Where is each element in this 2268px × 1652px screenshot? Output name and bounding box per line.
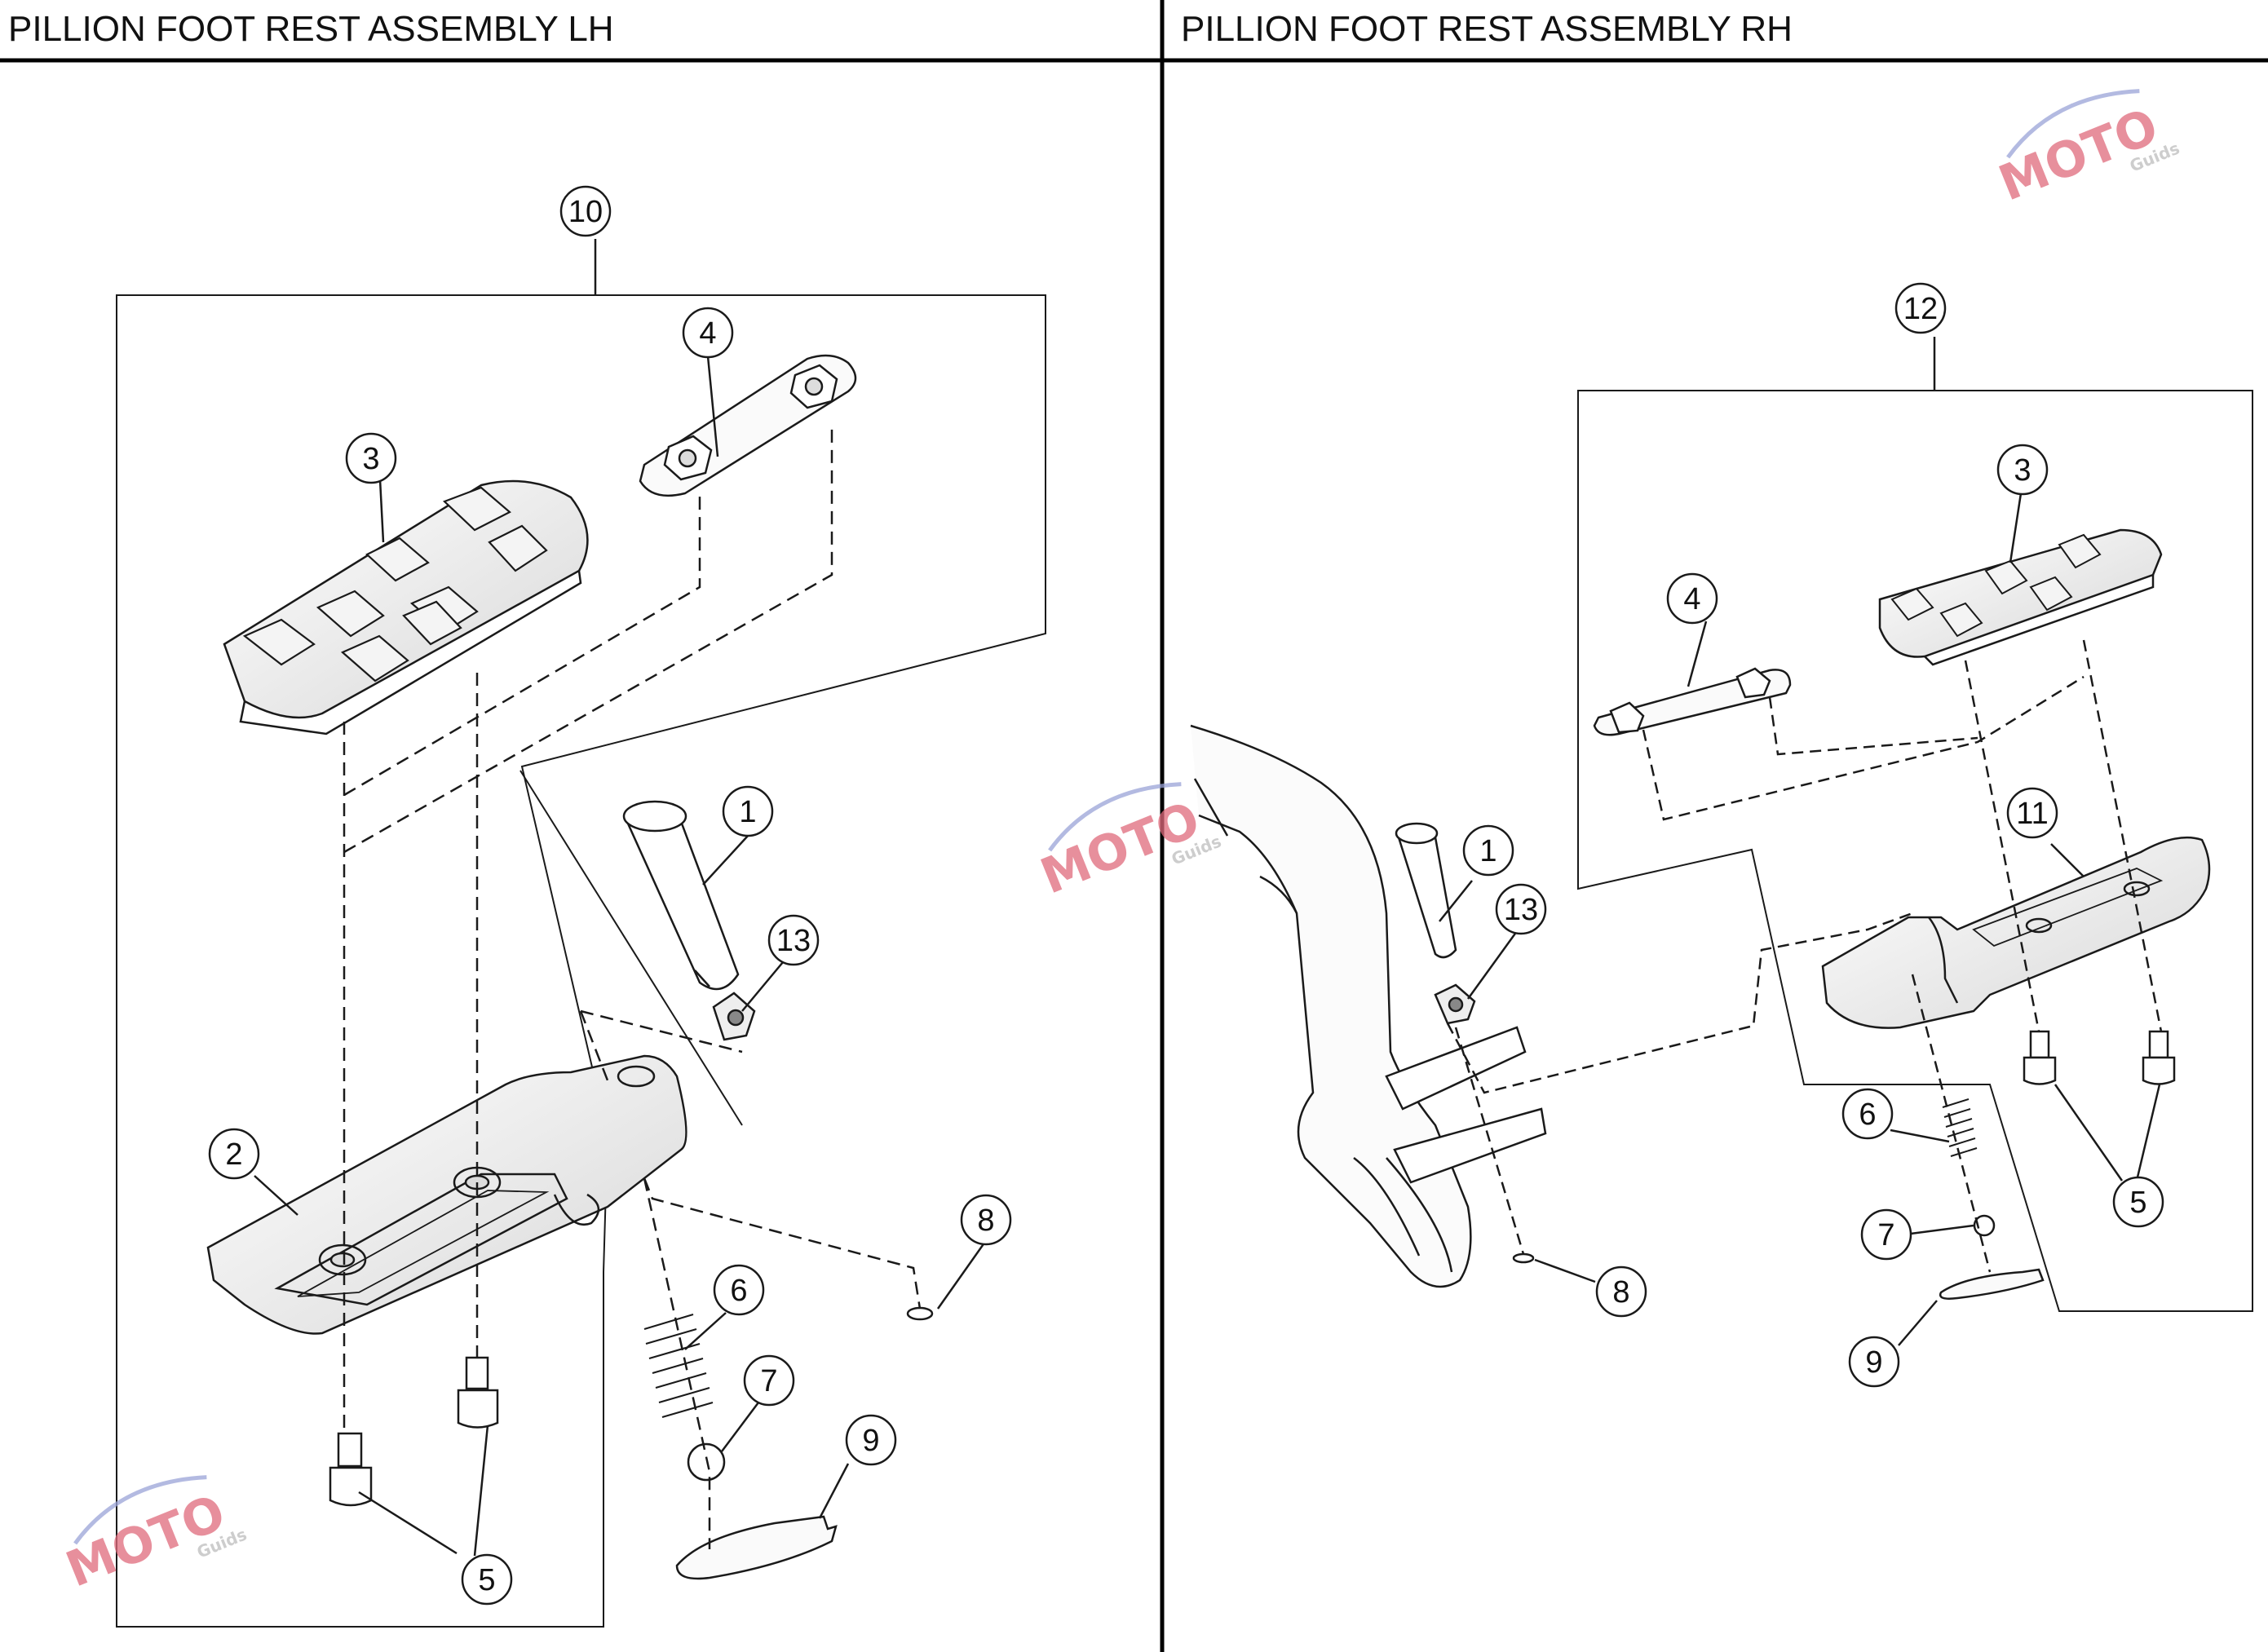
callout-rh-6: 6 — [1841, 1088, 1894, 1140]
rh-part-rubber-pad — [1878, 528, 2163, 666]
callout-lh-8: 8 — [960, 1194, 1012, 1246]
rh-assembly — [1190, 390, 2253, 1312]
lh-assembly — [116, 294, 1046, 1628]
svg-text:12: 12 — [1903, 292, 1938, 326]
lh-kit-boundary — [116, 294, 1046, 1628]
callouts: 10 4 3 1 13 2 8 6 7 9 5 12 3 4 11 1 13 6… — [208, 185, 2164, 1606]
rh-part-washer — [1512, 1252, 1535, 1264]
svg-text:7: 7 — [1877, 1218, 1894, 1252]
callout-rh-1: 1 — [1462, 824, 1514, 877]
rh-assembly-lines — [1446, 639, 2163, 1273]
callout-rh-9: 9 — [1848, 1336, 1900, 1388]
callout-lh-3: 3 — [345, 432, 397, 484]
rh-part-footrest-body — [1821, 836, 2211, 1029]
callout-rh-7: 7 — [1860, 1208, 1912, 1261]
callout-lh-2: 2 — [208, 1128, 260, 1180]
callout-lh-9: 9 — [845, 1414, 897, 1466]
watermark-top-right: MOTO Guids — [1992, 89, 2182, 213]
svg-text:8: 8 — [1612, 1275, 1629, 1310]
svg-text:10: 10 — [568, 195, 603, 229]
svg-text:9: 9 — [862, 1424, 879, 1458]
lh-part-ball — [687, 1442, 726, 1482]
rh-part-nut-plate — [1593, 667, 1792, 736]
rh-part-detent-plate — [1939, 1268, 2045, 1300]
callout-rh-11: 11 — [2006, 787, 2058, 839]
svg-text:2: 2 — [225, 1137, 242, 1172]
svg-text:5: 5 — [478, 1563, 495, 1597]
watermark-bottom-left: MOTO Guids — [59, 1475, 250, 1599]
callout-rh-12: 12 — [1894, 282, 1947, 334]
svg-text:1: 1 — [739, 795, 756, 829]
rh-part-clip — [1434, 983, 1476, 1025]
lh-part-detent-plate — [675, 1515, 838, 1580]
lh-assembly-lines — [343, 424, 922, 1549]
callout-lh-13: 13 — [767, 914, 820, 966]
svg-text:4: 4 — [699, 316, 716, 351]
lh-part-spring — [643, 1313, 714, 1419]
callout-lh-4: 4 — [682, 307, 734, 359]
callout-lh-6: 6 — [713, 1264, 765, 1316]
svg-text:11: 11 — [2016, 797, 2048, 831]
svg-text:6: 6 — [1859, 1098, 1876, 1132]
lh-part-rubber-pad — [223, 479, 589, 735]
lh-part-footrest-body — [206, 1054, 687, 1335]
rh-kit-boundary — [1577, 390, 2253, 1312]
svg-text:3: 3 — [2014, 453, 2031, 488]
lh-boundary-lower — [519, 770, 743, 1126]
svg-text:5: 5 — [2129, 1186, 2146, 1220]
svg-text:9: 9 — [1865, 1345, 1882, 1380]
callout-rh-3: 3 — [1996, 444, 2049, 496]
lh-part-washer — [906, 1306, 934, 1321]
rh-part-spring — [1942, 1098, 1978, 1157]
panel-title-rh: PILLION FOOT REST ASSEMBLY RH — [1181, 9, 1793, 49]
callout-rh-4: 4 — [1666, 572, 1718, 625]
svg-text:1: 1 — [1479, 834, 1497, 868]
rh-part-bolts — [2023, 1030, 2176, 1085]
svg-text:7: 7 — [760, 1364, 777, 1398]
watermark-center: MOTO Guids — [1033, 782, 1224, 906]
lh-part-pivot-pin — [622, 800, 740, 991]
lh-part-bolts — [329, 1356, 499, 1507]
callout-lh-5: 5 — [461, 1553, 513, 1606]
lh-part-nut-plate — [639, 354, 857, 497]
callout-lh-1: 1 — [722, 785, 774, 837]
callout-rh-5: 5 — [2112, 1176, 2164, 1228]
svg-text:6: 6 — [730, 1274, 747, 1308]
callout-rh-8: 8 — [1595, 1266, 1647, 1318]
panel-title-lh: PILLION FOOT REST ASSEMBLY LH — [8, 9, 614, 49]
svg-text:8: 8 — [977, 1204, 994, 1238]
callout-lh-10: 10 — [559, 185, 612, 237]
svg-text:13: 13 — [1504, 893, 1538, 927]
callout-rh-13: 13 — [1495, 883, 1547, 935]
callout-lh-7: 7 — [743, 1354, 795, 1407]
rh-frame-bracket — [1190, 724, 1547, 1288]
svg-text:3: 3 — [362, 442, 379, 476]
svg-text:13: 13 — [776, 924, 811, 958]
svg-text:4: 4 — [1683, 582, 1700, 616]
rh-part-pivot-pin — [1395, 822, 1457, 959]
rh-part-ball — [1973, 1214, 1996, 1237]
lh-part-clip — [712, 992, 756, 1041]
